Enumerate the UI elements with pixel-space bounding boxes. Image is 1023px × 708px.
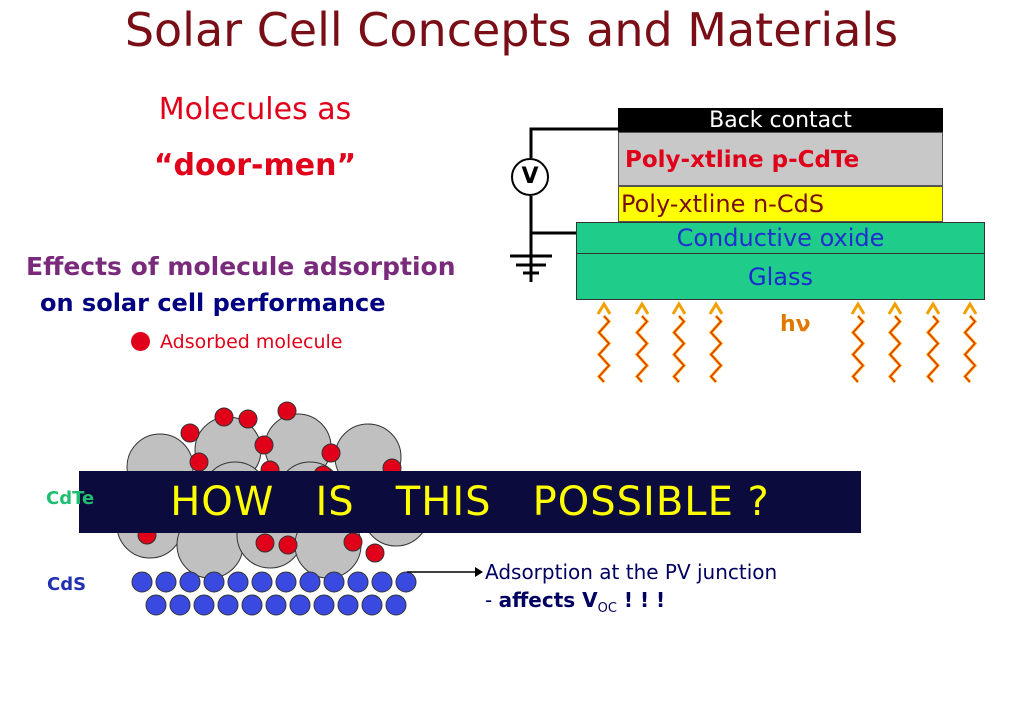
circuit-wiring [510,127,618,282]
slide-title: Solar Cell Concepts and Materials [124,3,899,57]
cds-grain [265,594,287,616]
cds-grain [227,571,249,593]
adsorbed-molecule [254,435,274,455]
adsorbed-molecule [238,409,258,429]
junction-suffix: ! ! ! [616,588,666,612]
junction-note-line2: - affects VOC ! ! ! [485,588,665,616]
cds-grain [145,594,167,616]
junction-arrow [407,567,483,577]
junction-prefix: - [485,588,499,612]
effects-heading-line2: on solar cell performance [40,289,386,317]
cds-grain [289,594,311,616]
adsorbed-molecule-legend-label: Adsorbed molecule [160,331,343,353]
layer-back-contact: Back contact [618,108,943,132]
adsorbed-molecule [277,401,297,421]
layer-cdte: Poly-xtline p-CdTe [618,132,943,186]
adsorbed-molecule [343,532,363,552]
adsorbed-molecule [180,423,200,443]
effects-heading-line1: Effects of molecule adsorption [26,252,456,281]
cds-grain [241,594,263,616]
cds-grain [203,571,225,593]
cds-grain [385,594,407,616]
layer-cds: Poly-xtline n-CdS [618,186,943,222]
layer-conductive-oxide: Conductive oxide [576,222,985,254]
voltmeter-icon: V [511,158,549,196]
cds-grain [299,571,321,593]
cds-grain [251,571,273,593]
adsorbed-molecule [278,535,298,555]
cds-grain [323,571,345,593]
cds-grain [131,571,153,593]
cds-grain [179,571,201,593]
adsorbed-molecule-legend-dot [131,332,150,351]
junction-sub: OC [597,601,617,616]
layer-glass: Glass [576,253,985,300]
question-banner: HOW IS THIS POSSIBLE ? [79,471,861,533]
light-arrow [850,301,866,384]
cds-grain [155,571,177,593]
photon-energy-label: hν [780,312,811,337]
adsorbed-molecule [189,452,209,472]
cds-grain [337,594,359,616]
cds-grain [313,594,335,616]
light-arrow [634,301,650,384]
light-arrow [671,301,687,384]
junction-affects: affects V [498,588,598,612]
molecules-heading-line2: “door-men” [153,148,357,183]
cds-grain [169,594,191,616]
adsorbed-molecule [255,533,275,553]
light-arrows [596,301,978,384]
adsorbed-molecule [321,443,341,463]
cds-grain [395,571,417,593]
light-arrow [708,301,724,384]
cds-grain [193,594,215,616]
adsorbed-molecule [365,543,385,563]
cds-side-label: CdS [47,574,87,595]
cds-grain [347,571,369,593]
light-arrow [962,301,978,384]
junction-note-line1: Adsorption at the PV junction [485,560,778,584]
cdte-side-label: CdTe [46,488,95,509]
cds-grain [217,594,239,616]
cds-grain [371,571,393,593]
cds-grain [361,594,383,616]
cds-grain [275,571,297,593]
molecules-heading-line1: Molecules as [158,92,352,127]
light-arrow [596,301,612,384]
adsorbed-molecule [214,407,234,427]
light-arrow [887,301,903,384]
light-arrow [925,301,941,384]
